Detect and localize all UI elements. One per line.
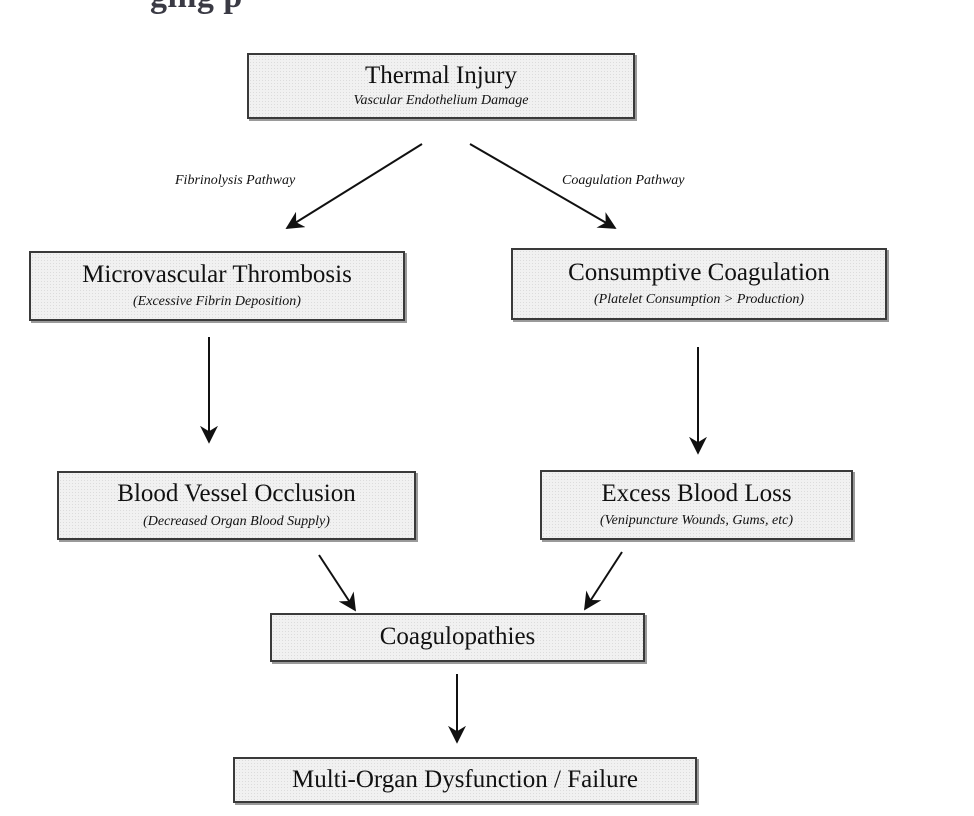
node-coagulopathies: Coagulopathies (270, 613, 645, 662)
node-multi-organ-failure: Multi-Organ Dysfunction / Failure (233, 757, 697, 803)
node-subtitle: (Decreased Organ Blood Supply) (143, 513, 330, 529)
cropped-header-text: ging p (150, 0, 974, 18)
node-thermal-injury: Thermal Injury Vascular Endothelium Dama… (247, 53, 635, 119)
arrow-loss-to-coag (584, 551, 623, 611)
node-title: Thermal Injury (364, 62, 518, 90)
node-title: Blood Vessel Occlusion (117, 480, 356, 508)
node-title: Excess Blood Loss (601, 479, 792, 507)
arrow-vessel-to-coag (318, 554, 356, 612)
node-subtitle: (Platelet Consumption > Production) (594, 292, 804, 308)
node-title: Coagulopathies (379, 623, 536, 651)
node-subtitle: Vascular Endothelium Damage (353, 92, 529, 108)
node-excess-blood-loss: Excess Blood Loss (Venipuncture Wounds, … (540, 470, 853, 540)
fibrinolysis-pathway-label: Fibrinolysis Pathway (175, 173, 296, 188)
node-microvascular-thrombosis: Microvascular Thrombosis (Excessive Fibr… (29, 251, 405, 321)
node-title: Microvascular Thrombosis (82, 260, 352, 288)
node-title: Consumptive Coagulation (568, 258, 830, 286)
coagulation-pathway-label: Coagulation Pathway (562, 173, 685, 188)
node-title: Multi-Organ Dysfunction / Failure (291, 765, 639, 793)
node-subtitle: (Excessive Fibrin Deposition) (133, 294, 301, 310)
arrow-thermal-to-consump (469, 143, 617, 229)
node-subtitle: (Venipuncture Wounds, Gums, etc) (600, 513, 793, 529)
arrow-thermal-to-micro (285, 143, 423, 229)
node-consumptive-coagulation: Consumptive Coagulation (Platelet Consum… (511, 248, 887, 320)
node-blood-vessel-occlusion: Blood Vessel Occlusion (Decreased Organ … (57, 471, 416, 540)
